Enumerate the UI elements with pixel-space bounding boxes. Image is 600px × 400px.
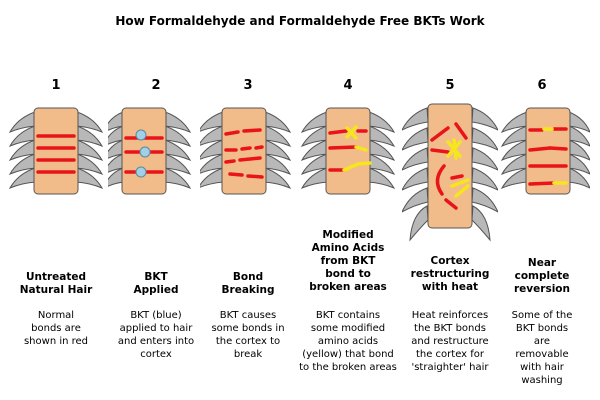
- bkt-molecules: [135, 129, 151, 178]
- bonds: [430, 122, 468, 210]
- cuticle-right: [471, 107, 498, 242]
- cortex: [33, 107, 79, 195]
- cuticle-left: [500, 111, 529, 190]
- step-4: 4 Modified Amino Acids: [299, 0, 397, 400]
- step-2: 2 BKT Applied BK: [108, 0, 204, 400]
- broken-bonds: [224, 128, 264, 179]
- step-description: Some of the BKT bonds are removable with…: [511, 310, 573, 386]
- step-description: BKT contains some modified amino acids (…: [299, 310, 397, 373]
- cuticle-right: [367, 111, 396, 190]
- cuticle-left: [300, 111, 329, 190]
- step-number: 3: [243, 78, 253, 93]
- bonds: [528, 127, 568, 186]
- step-caption: Cortex restructuring with heat: [410, 255, 490, 293]
- step-description: BKT causes some bonds in the cortex to b…: [211, 310, 285, 360]
- cuticle-right: [163, 111, 192, 190]
- step-6: 6 Near complete revers: [494, 0, 590, 400]
- hair-shaft-normal: [8, 107, 104, 195]
- bonds: [36, 134, 76, 174]
- step-caption: Bond Breaking: [221, 271, 275, 296]
- amino-acid-bonds: [446, 138, 470, 198]
- step-description: Normal bonds are shown in red: [23, 310, 89, 347]
- step-caption: BKT Applied: [133, 271, 179, 296]
- cortex: [427, 103, 473, 229]
- cuticle-right: [263, 111, 292, 190]
- cuticle-right: [567, 111, 590, 189]
- hair-shaft-reversion: [500, 107, 590, 195]
- cuticle-left: [8, 111, 37, 190]
- amino-acid-bonds: [542, 127, 568, 185]
- step-5: 5: [402, 0, 498, 400]
- cuticle-left: [108, 111, 125, 187]
- step-number: 1: [51, 78, 61, 93]
- step-description: BKT (blue) applied to hair and enters in…: [117, 310, 195, 360]
- diagram-title: How Formaldehyde and Formaldehyde Free B…: [115, 14, 485, 28]
- cuticle-left: [200, 111, 225, 188]
- bonds: [328, 129, 368, 172]
- hair-shaft-amino-acids: [300, 107, 396, 195]
- step-caption: Near complete reversion: [514, 257, 570, 295]
- step-caption: Untreated Natural Hair: [19, 271, 93, 296]
- hair-shaft-bkt-applied: [108, 107, 192, 195]
- step-3: 3 Bond Breaking BKT causes some bond: [200, 0, 296, 400]
- cuticle-left: [402, 107, 429, 242]
- hair-shaft-bond-breaking: [200, 107, 292, 195]
- step-1: 1 Untreated Natural Hair Normal bond: [8, 0, 104, 400]
- step-description: Heat reinforces the BKT bonds and restru…: [411, 310, 489, 373]
- cuticle-right: [75, 111, 104, 190]
- hair-shaft-heat-restructuring: [402, 103, 498, 242]
- step-caption: Modified Amino Acids from BKT bond to br…: [309, 229, 387, 293]
- amino-acid-bonds: [342, 125, 372, 172]
- step-number: 2: [151, 78, 161, 93]
- step-number: 4: [343, 78, 353, 93]
- step-number: 5: [445, 78, 455, 93]
- step-number: 6: [537, 78, 547, 93]
